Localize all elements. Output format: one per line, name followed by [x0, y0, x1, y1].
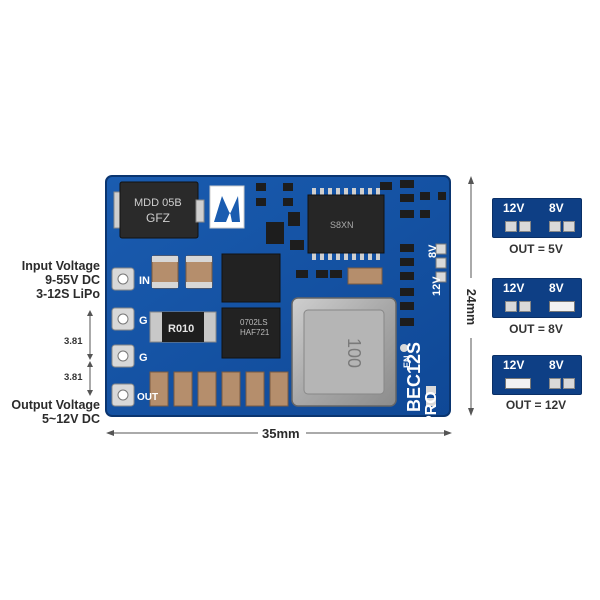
silk-pro: PRO [423, 391, 440, 426]
jumper-5v-8v: 8V [549, 201, 564, 215]
jumper-8v-8v: 8V [549, 281, 564, 295]
mosfets [221, 253, 281, 359]
silk-8v: 8V [427, 244, 439, 258]
input-voltage-title: Input Voltage [21, 259, 100, 273]
chip-text-2: 0702LS [240, 318, 268, 327]
jumper-12v-caption: OUT = 12V [505, 398, 567, 412]
diode-text-2: GFZ [146, 211, 170, 225]
input-voltage-range: 9-55V DC [45, 273, 100, 287]
ceramic-capacitors [151, 255, 383, 289]
shunt-resistor [149, 311, 217, 343]
chip-text: HAF721 [240, 328, 270, 337]
inductor-text: 100 [344, 338, 364, 368]
jumper-5v-pad-b [519, 221, 531, 232]
output-voltage-title: Output Voltage [11, 398, 100, 412]
pitch-label-2: 3.81 [64, 372, 83, 383]
jumper-5v-12v: 12V [503, 201, 525, 215]
jumper-5v-pad-c [549, 221, 561, 232]
output-voltage-range: 5~12V DC [41, 412, 100, 426]
diode-component [113, 181, 205, 239]
pitch-label-1: 3.81 [64, 336, 83, 347]
diode-text-1: MDD 05B [134, 197, 182, 209]
resistor-text: R010 [168, 323, 194, 335]
input-voltage-lipo: 3-12S LiPo [36, 287, 100, 301]
jumper-8v-bridge [549, 301, 575, 312]
jumper-5v-caption: OUT = 5V [509, 242, 563, 256]
pad-label-in: IN [139, 275, 150, 287]
jumper-8v-pad-a [505, 301, 517, 312]
jumper-12v-bridge [505, 378, 531, 389]
jumper-12v-pad-d [563, 378, 575, 389]
terminal-pads [111, 267, 135, 407]
pad-label-g2: G [139, 352, 148, 364]
jumper-8v-pad-b [519, 301, 531, 312]
width-label: 35mm [262, 426, 300, 441]
jumper-5v: 12V 8V [492, 198, 582, 238]
ic-chip [307, 188, 385, 260]
board-select-pads [400, 243, 447, 406]
silk-en: EN [402, 355, 412, 368]
silk-12v: 12V [431, 276, 443, 296]
output-voltage-label: Output Voltage 5~12V DC [8, 398, 100, 426]
jumper-5v-pad-a [505, 221, 517, 232]
jumper-12v: 12V 8V [492, 355, 582, 395]
jumper-8v-caption: OUT = 8V [509, 322, 563, 336]
jumper-12v-12v: 12V [503, 358, 525, 372]
ic-text: S8XN [330, 220, 354, 230]
jumper-12v-8v: 8V [549, 358, 564, 372]
output-capacitors [149, 371, 289, 407]
pad-label-out: OUT [137, 392, 158, 403]
jumper-12v-pad-c [549, 378, 561, 389]
inductor [291, 297, 397, 407]
jumper-5v-pad-d [563, 221, 575, 232]
silk-bec12s: BEC12S [404, 342, 424, 412]
jumper-8v-12v: 12V [503, 281, 525, 295]
input-voltage-label: Input Voltage 9-55V DC 3-12S LiPo [8, 259, 100, 301]
logo-mark [209, 185, 245, 229]
pad-label-g1: G [139, 315, 148, 327]
smd-parts [256, 180, 446, 326]
jumper-8v: 12V 8V [492, 278, 582, 318]
